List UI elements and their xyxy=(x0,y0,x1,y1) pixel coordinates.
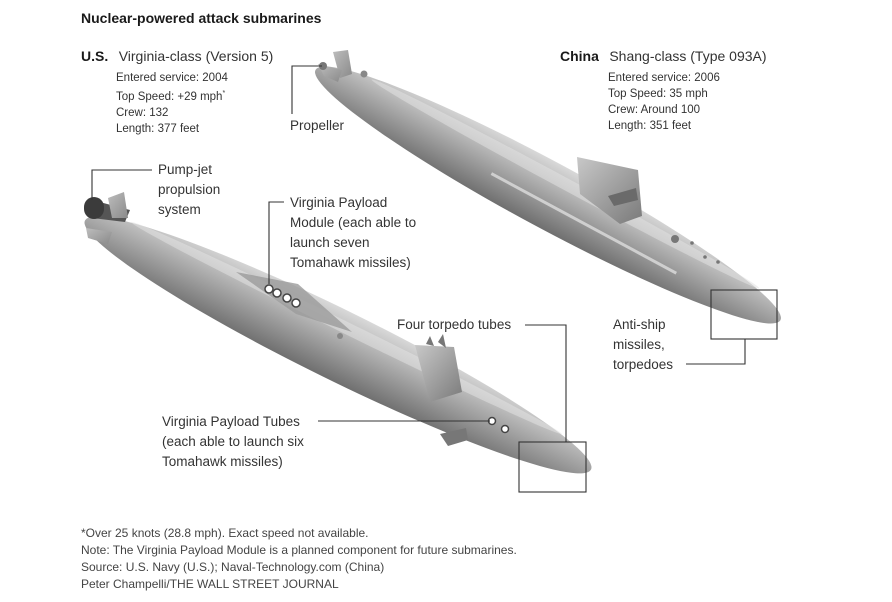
china-spec-speed: Top Speed: 35 mph xyxy=(608,88,708,100)
us-spec-length: Length: 377 feet xyxy=(116,122,200,135)
china-spec-length: Length: 351 feet xyxy=(608,120,692,132)
china-spec-service: Entered service: 2006 xyxy=(608,72,720,84)
leader-lines xyxy=(91,65,778,493)
credit-line: Peter Champelli/THE WALL STREET JOURNAL xyxy=(81,577,339,591)
footnotes: *Over 25 knots (28.8 mph). Exact speed n… xyxy=(81,525,517,593)
speed-footnote-marker: * xyxy=(222,90,226,97)
payload-module-hatches xyxy=(264,284,301,308)
footnote-vpm: Note: The Virginia Payload Module is a p… xyxy=(81,543,517,557)
us-rudder xyxy=(108,192,128,218)
callout-propeller: Propeller xyxy=(290,118,345,133)
callout-pump-jet: Pump-jet propulsion system xyxy=(158,162,221,217)
us-spec-crew: Crew: 132 xyxy=(116,106,169,119)
us-country-label: U.S. xyxy=(81,48,109,64)
us-spec-block: U.S. Virginia-class (Version 5) xyxy=(81,48,273,66)
us-class-name: Virginia-class (Version 5) xyxy=(118,48,274,64)
china-sail xyxy=(577,157,642,224)
us-spec-speed: Top Speed: +29 mph* xyxy=(116,90,226,103)
footnote-speed: *Over 25 knots (28.8 mph). Exact speed n… xyxy=(81,526,369,540)
china-spec-crew: Crew: Around 100 xyxy=(608,104,701,116)
us-sail xyxy=(415,345,462,402)
propeller-icon xyxy=(319,62,327,70)
china-specs: Entered service: 2006 Top Speed: 35 mph … xyxy=(608,70,720,134)
china-country-label: China xyxy=(560,48,599,64)
callout-payload-tubes: Virginia Payload Tubes (each able to lau… xyxy=(162,414,304,469)
pump-jet-icon xyxy=(84,197,104,219)
callout-payload-module: Virginia Payload Module (each able to la… xyxy=(290,195,417,270)
china-sail-plane xyxy=(608,188,638,206)
us-spec-service: Entered service: 2004 xyxy=(116,72,228,84)
us-specs: Entered service: 2004 Top Speed: +29 mph… xyxy=(116,70,228,137)
source-line: Source: U.S. Navy (U.S.); Naval-Technolo… xyxy=(81,560,385,574)
china-submarine xyxy=(315,50,781,324)
callout-antiship: Anti-ship missiles, torpedoes xyxy=(613,317,674,372)
china-rudder xyxy=(333,50,352,78)
china-class-name: Shang-class (Type 093A) xyxy=(609,48,767,64)
us-submarine xyxy=(84,192,592,474)
callout-torpedo-tubes: Four torpedo tubes xyxy=(397,317,512,332)
chart-title: Nuclear-powered attack submarines xyxy=(81,10,322,26)
china-spec-block: China Shang-class (Type 093A) xyxy=(560,48,767,66)
